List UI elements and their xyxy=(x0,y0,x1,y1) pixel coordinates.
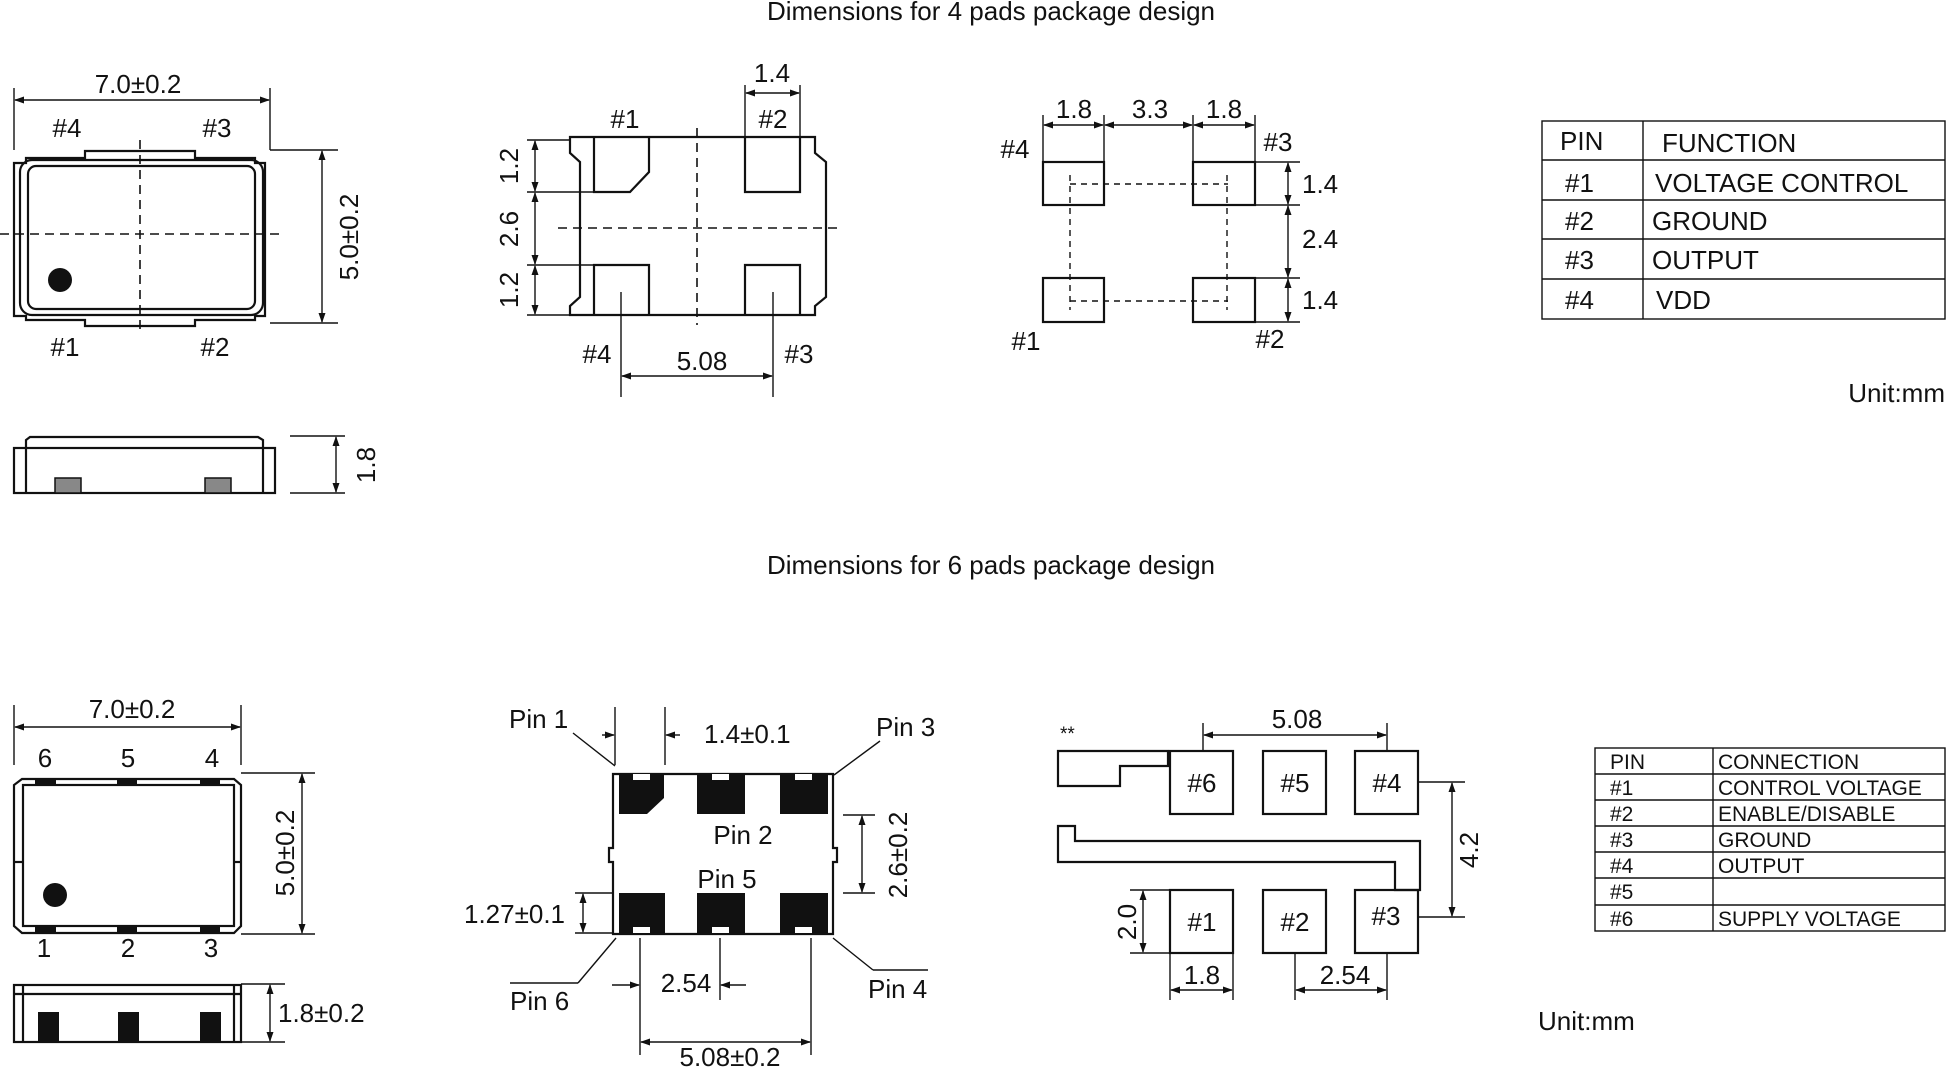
unit-label-top: Unit:mm xyxy=(1848,378,1945,408)
six-bottom-pin4-label: Pin 4 xyxy=(868,974,927,1004)
four-table-pin: #3 xyxy=(1565,245,1594,275)
six-table-pin: #1 xyxy=(1610,777,1633,800)
six-top-pin2: 2 xyxy=(121,933,135,963)
four-bottom-pitch-h-dim: 5.08 xyxy=(677,346,728,376)
four-land-gap-v-dim: 2.4 xyxy=(1302,224,1338,254)
four-bottom-pad-h2-dim: 1.2 xyxy=(494,272,524,308)
four-bottom-pad-h1-dim: 1.2 xyxy=(494,148,524,184)
six-table-header-connection: CONNECTION xyxy=(1718,751,1859,774)
six-bottom-row-pitch-dim: 2.6±0.2 xyxy=(883,812,913,899)
six-table-pin: #3 xyxy=(1610,829,1633,852)
six-land-pad-w-dim: 1.8 xyxy=(1184,960,1220,990)
four-side-thickness-dim: 1.8 xyxy=(351,447,381,483)
six-table-pin: #2 xyxy=(1610,803,1633,826)
six-land-pad1: #1 xyxy=(1188,907,1217,937)
six-bottom-pin1-label: Pin 1 xyxy=(509,704,568,734)
six-land-pad-h-dim: 2.0 xyxy=(1112,904,1142,940)
six-top-pin3: 3 xyxy=(204,933,218,963)
six-land-pad4: #4 xyxy=(1373,768,1402,798)
six-pad-pin-table: PIN CONNECTION #1 CONTROL VOLTAGE #2 ENA… xyxy=(1594,747,1946,932)
four-pad-top-view: 7.0±0.2 5.0±0.2 #4 #3 #1 #2 xyxy=(0,69,364,362)
four-table-pin: #2 xyxy=(1565,206,1594,236)
four-table-function: OUTPUT xyxy=(1652,245,1759,275)
six-pad-side-view: 1.8±0.2 xyxy=(12,983,365,1044)
four-bottom-pitch-v-dim: 2.6 xyxy=(494,211,524,247)
six-land-pad5: #5 xyxy=(1281,768,1310,798)
six-land-marker: ** xyxy=(1060,724,1075,745)
six-land-height-dim: 4.2 xyxy=(1454,832,1484,868)
six-land-pad6: #6 xyxy=(1188,768,1217,798)
six-bottom-pitch-dim: 2.54 xyxy=(661,968,712,998)
four-land-pin1: #1 xyxy=(1012,326,1041,356)
six-land-span-dim: 5.08 xyxy=(1272,704,1323,734)
six-table-pin: #5 xyxy=(1610,881,1633,904)
pin1-dot xyxy=(43,883,67,907)
six-pad-land-pattern: ** #6 #5 #4 #1 #2 #3 5.08 4.2 2.0 1.8 2.… xyxy=(1056,704,1484,1000)
four-land-pad-w1-dim: 1.8 xyxy=(1056,94,1092,124)
six-top-pin6: 6 xyxy=(38,743,52,773)
four-bottom-pin2: #2 xyxy=(759,104,788,134)
four-top-height-dim: 5.0±0.2 xyxy=(334,194,364,281)
six-bottom-pad-height-dim: 1.27±0.1 xyxy=(464,899,565,929)
four-bottom-pin4: #4 xyxy=(583,339,612,369)
four-pad-pin-table: PIN FUNCTION #1 VOLTAGE CONTROL #2 GROUN… xyxy=(1541,120,1946,320)
six-bottom-pin6-label: Pin 6 xyxy=(510,986,569,1016)
six-table-header-pin: PIN xyxy=(1610,751,1645,774)
four-land-pad-w2-dim: 1.8 xyxy=(1206,94,1242,124)
four-table-header-function: FUNCTION xyxy=(1662,128,1796,158)
six-table-connection: SUPPLY VOLTAGE xyxy=(1718,908,1901,931)
four-bottom-pin3: #3 xyxy=(785,339,814,369)
unit-label-bottom: Unit:mm xyxy=(1538,1006,1635,1036)
six-top-width-dim: 7.0±0.2 xyxy=(89,694,176,724)
four-table-function: GROUND xyxy=(1652,206,1768,236)
six-table-pin: #6 xyxy=(1610,908,1633,931)
six-table-connection: OUTPUT xyxy=(1718,855,1805,878)
six-top-pin4: 4 xyxy=(205,743,219,773)
six-land-pad2: #2 xyxy=(1281,907,1310,937)
four-land-pin4: #4 xyxy=(1001,134,1030,164)
six-bottom-pin5-label: Pin 5 xyxy=(697,864,756,894)
four-top-pin1: #1 xyxy=(51,332,80,362)
four-top-pin4: #4 xyxy=(53,113,82,143)
six-pad-title: Dimensions for 6 pads package design xyxy=(767,550,1215,580)
four-land-pad-h1-dim: 1.4 xyxy=(1302,169,1338,199)
four-table-pin: #4 xyxy=(1565,285,1594,315)
pin1-dot xyxy=(48,268,72,292)
four-table-function: VDD xyxy=(1656,285,1711,315)
six-table-connection: CONTROL VOLTAGE xyxy=(1718,777,1922,800)
six-table-connection: GROUND xyxy=(1718,829,1811,852)
six-bottom-pin2-label: Pin 2 xyxy=(713,820,772,850)
six-top-height-dim: 5.0±0.2 xyxy=(270,810,300,897)
six-land-pad3: #3 xyxy=(1372,901,1401,931)
four-pad-land-pattern: 1.8 3.3 1.8 1.4 2.4 1.4 #4 #3 #1 #2 xyxy=(1001,94,1339,356)
four-land-pin2: #2 xyxy=(1256,324,1285,354)
four-pad-title: Dimensions for 4 pads package design xyxy=(767,0,1215,26)
four-pad-side-view: 1.8 xyxy=(12,435,381,495)
four-land-pin3: #3 xyxy=(1264,127,1293,157)
four-top-pin3: #3 xyxy=(203,113,232,143)
six-table-connection: ENABLE/DISABLE xyxy=(1718,803,1895,826)
six-top-pin1: 1 xyxy=(37,933,51,963)
four-table-header-pin: PIN xyxy=(1560,126,1603,156)
six-bottom-overall-pitch-dim: 5.08±0.2 xyxy=(679,1042,780,1069)
four-bottom-pad-width-dim: 1.4 xyxy=(754,58,790,88)
four-land-gap-dim: 3.3 xyxy=(1132,94,1168,124)
six-bottom-pin3-label: Pin 3 xyxy=(876,712,935,742)
four-top-width-dim: 7.0±0.2 xyxy=(95,69,182,99)
six-side-thickness-dim: 1.8±0.2 xyxy=(278,998,365,1028)
six-table-pin: #4 xyxy=(1610,855,1634,878)
six-top-pin5: 5 xyxy=(121,743,135,773)
six-land-pitch-dim: 2.54 xyxy=(1320,960,1371,990)
four-pad-bottom-view: 1.4 #1 #2 1.2 2.6 1.2 5.08 #4 #3 xyxy=(494,58,838,397)
four-land-pad-h2-dim: 1.4 xyxy=(1302,285,1338,315)
six-pad-bottom-view: Pin 1 1.4±0.1 Pin 3 Pin 2 Pin 5 2.6±0.2 … xyxy=(464,704,935,1069)
six-bottom-pad-width-dim: 1.4±0.1 xyxy=(704,719,791,749)
four-top-pin2: #2 xyxy=(201,332,230,362)
four-table-pin: #1 xyxy=(1565,168,1594,198)
six-pad-top-view: 7.0±0.2 6 5 4 1 2 3 5.0±0.2 xyxy=(12,694,315,963)
four-table-function: VOLTAGE CONTROL xyxy=(1655,168,1908,198)
four-bottom-pin1: #1 xyxy=(611,104,640,134)
